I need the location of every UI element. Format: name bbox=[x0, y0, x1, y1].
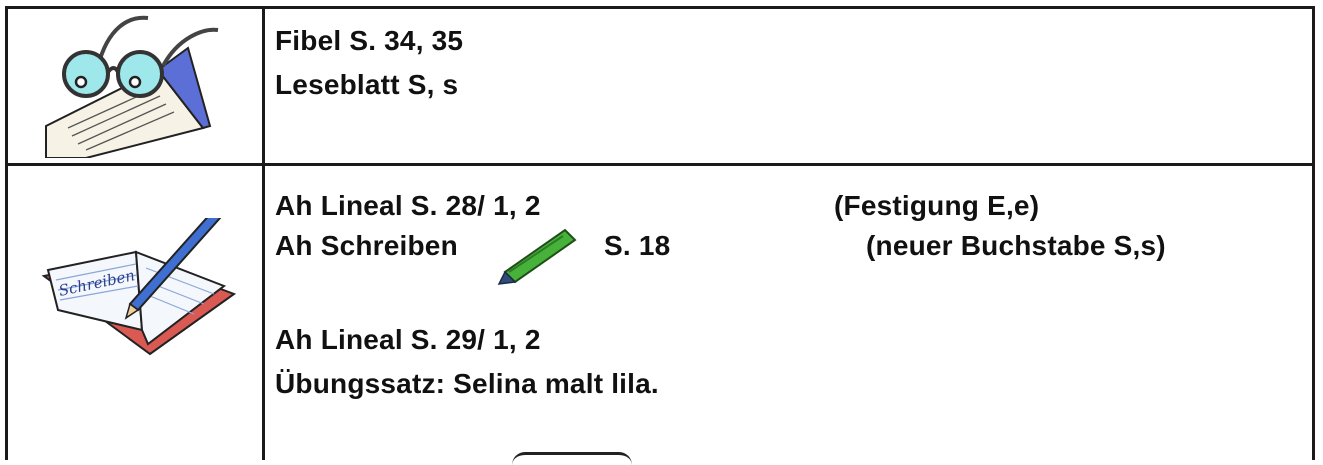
writing-line-2-right: (neuer Buchstabe S,s) bbox=[866, 230, 1166, 261]
writing-line-4-left: Übungssatz: Selina malt lila. bbox=[275, 368, 659, 399]
table-border-left bbox=[5, 6, 8, 460]
reading-line-leseblatt: Leseblatt S, s bbox=[275, 69, 459, 100]
table-row-divider bbox=[5, 163, 1315, 166]
fountain-pen-icon bbox=[497, 228, 577, 285]
table-border-right bbox=[1312, 6, 1315, 460]
writing-line-3-left: Ah Lineal S. 29/ 1, 2 bbox=[275, 324, 541, 355]
table-border-top bbox=[5, 6, 1315, 9]
reading-glasses-book-icon bbox=[45, 15, 219, 158]
writing-line-1-right: (Festigung E,e) bbox=[834, 190, 1040, 221]
writing-line-1-left: Ah Lineal S. 28/ 1, 2 bbox=[275, 190, 541, 221]
table-column-divider bbox=[262, 6, 265, 460]
writing-notebook-pencil-icon: Schreiben bbox=[41, 218, 237, 356]
writing-line-2-left: Ah Schreiben bbox=[275, 230, 458, 261]
writing-line-2-page: S. 18 bbox=[604, 230, 671, 261]
reading-line-fibel: Fibel S. 34, 35 bbox=[275, 25, 464, 56]
cut-off-bottom-element bbox=[512, 452, 632, 465]
